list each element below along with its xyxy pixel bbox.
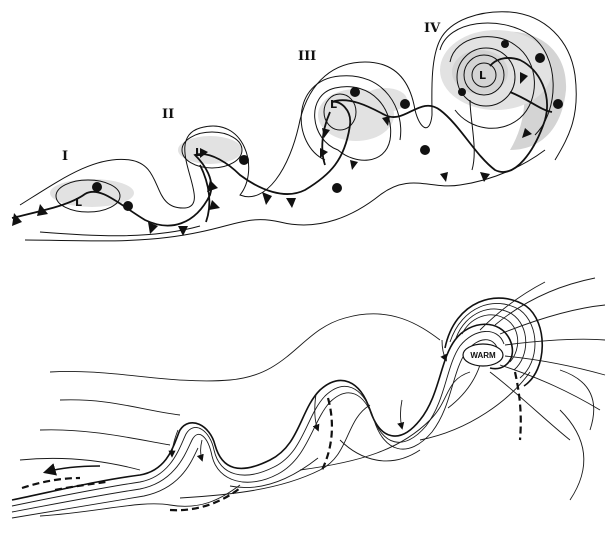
upper-panel-frontal-wave: I II III IV L L L L xyxy=(11,11,577,242)
stage-ii-label: II xyxy=(162,107,174,122)
frontal-band xyxy=(11,297,543,519)
warm-core xyxy=(462,343,504,367)
stage-iii-label: III xyxy=(298,49,316,64)
lower-panel-streamlines: WARM xyxy=(11,277,606,519)
cold-front-symbols xyxy=(12,72,532,236)
warm-label: WARM xyxy=(470,351,496,360)
frontal-boundary xyxy=(11,57,548,227)
flow-arrows xyxy=(42,339,447,476)
low-label-iv: L xyxy=(479,69,486,82)
low-label-iii: L xyxy=(330,98,337,111)
dashed-fronts xyxy=(21,371,522,512)
stage-iv-label: IV xyxy=(424,21,441,36)
warm-front-symbols xyxy=(92,40,563,211)
low-label-i: L xyxy=(75,196,82,209)
low-label-ii: L xyxy=(195,146,202,159)
stage-i-label: I xyxy=(62,149,68,164)
